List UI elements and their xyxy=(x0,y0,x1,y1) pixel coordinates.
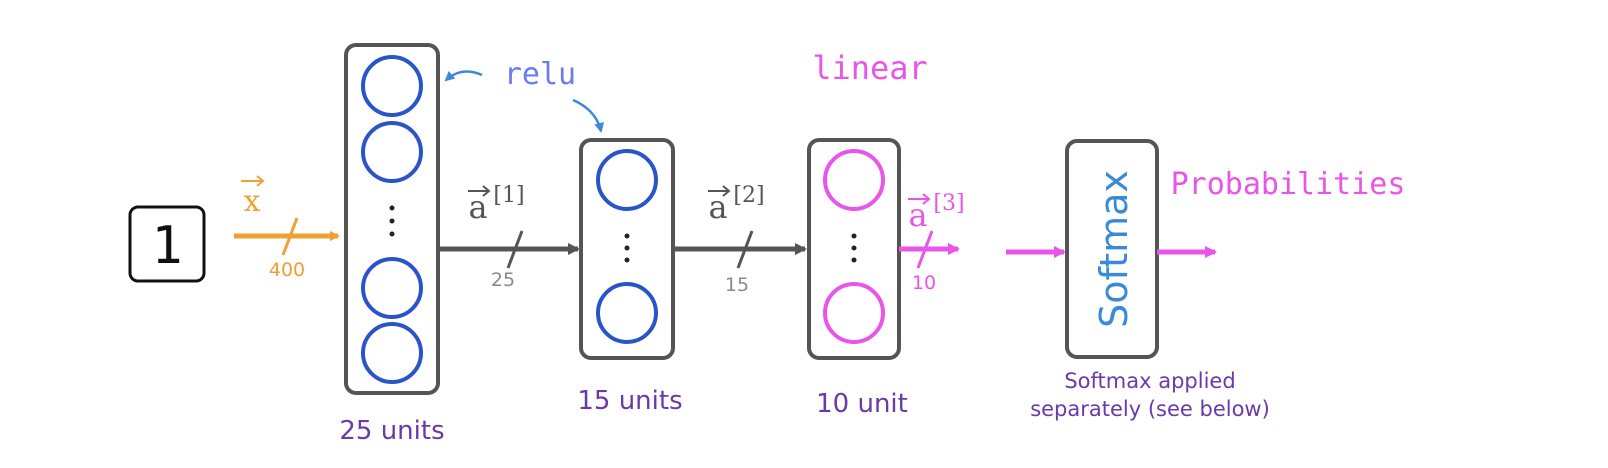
a2-slash xyxy=(736,230,754,269)
a2-superscript: [2] xyxy=(733,183,764,208)
ellipsis-dot xyxy=(851,245,857,251)
layer-2 xyxy=(579,138,675,360)
a3-slash xyxy=(916,230,934,269)
softmax-caption-line1: Softmax applied xyxy=(1064,369,1235,393)
vector-arrow-icon xyxy=(468,185,491,197)
a1-dimension: 25 xyxy=(491,269,515,291)
input-digit: 1 xyxy=(151,216,182,276)
layer-2-label: 15 units xyxy=(577,386,682,416)
a1-symbol: a xyxy=(468,188,487,226)
ellipsis-dot xyxy=(389,231,395,237)
input-dimension: 400 xyxy=(269,259,305,281)
neuron xyxy=(361,121,423,183)
softmax-caption-line2: separately (see below) xyxy=(1030,397,1270,421)
softmax-box-label: Softmax xyxy=(1092,170,1136,328)
input-slash xyxy=(281,217,299,256)
layer-3-label: 10 unit xyxy=(816,389,908,419)
relu-arrow-layer2 xyxy=(572,98,605,133)
neuron xyxy=(361,257,423,319)
a3-symbol: a xyxy=(908,196,927,234)
ellipsis-dot xyxy=(624,257,630,263)
ellipsis-dot xyxy=(851,257,857,263)
ellipsis-dot xyxy=(389,218,395,224)
input-digit-box: 1 xyxy=(128,205,206,283)
probabilities-label: Probabilities xyxy=(1171,167,1406,202)
ellipsis-dot xyxy=(624,245,630,251)
softmax-box: Softmax xyxy=(1065,139,1159,359)
relu-label: relu xyxy=(504,57,576,92)
a3-superscript: [3] xyxy=(933,191,964,216)
neuron xyxy=(823,149,885,211)
layer-3 xyxy=(807,138,901,360)
relu-arrow-layer1 xyxy=(444,70,483,82)
layer-1 xyxy=(344,43,440,395)
linear-label: linear xyxy=(812,49,928,87)
neuron xyxy=(361,55,423,117)
a3-dimension: 10 xyxy=(912,272,936,294)
a1-slash xyxy=(506,230,524,269)
neuron xyxy=(596,149,658,211)
ellipsis-dot xyxy=(624,233,630,239)
ellipsis-dot xyxy=(389,205,395,211)
input-vector-label: x xyxy=(244,184,261,219)
a2-symbol: a xyxy=(708,188,727,226)
neuron xyxy=(823,282,885,344)
a2-dimension: 15 xyxy=(725,274,749,296)
neuron xyxy=(596,282,658,344)
a1-superscript: [1] xyxy=(493,183,524,208)
layer-1-label: 25 units xyxy=(339,416,444,446)
vector-arrow-icon xyxy=(908,193,931,205)
neuron xyxy=(361,322,423,384)
vector-arrow-icon xyxy=(708,185,731,197)
vector-arrow-icon xyxy=(241,175,265,187)
ellipsis-dot xyxy=(851,233,857,239)
